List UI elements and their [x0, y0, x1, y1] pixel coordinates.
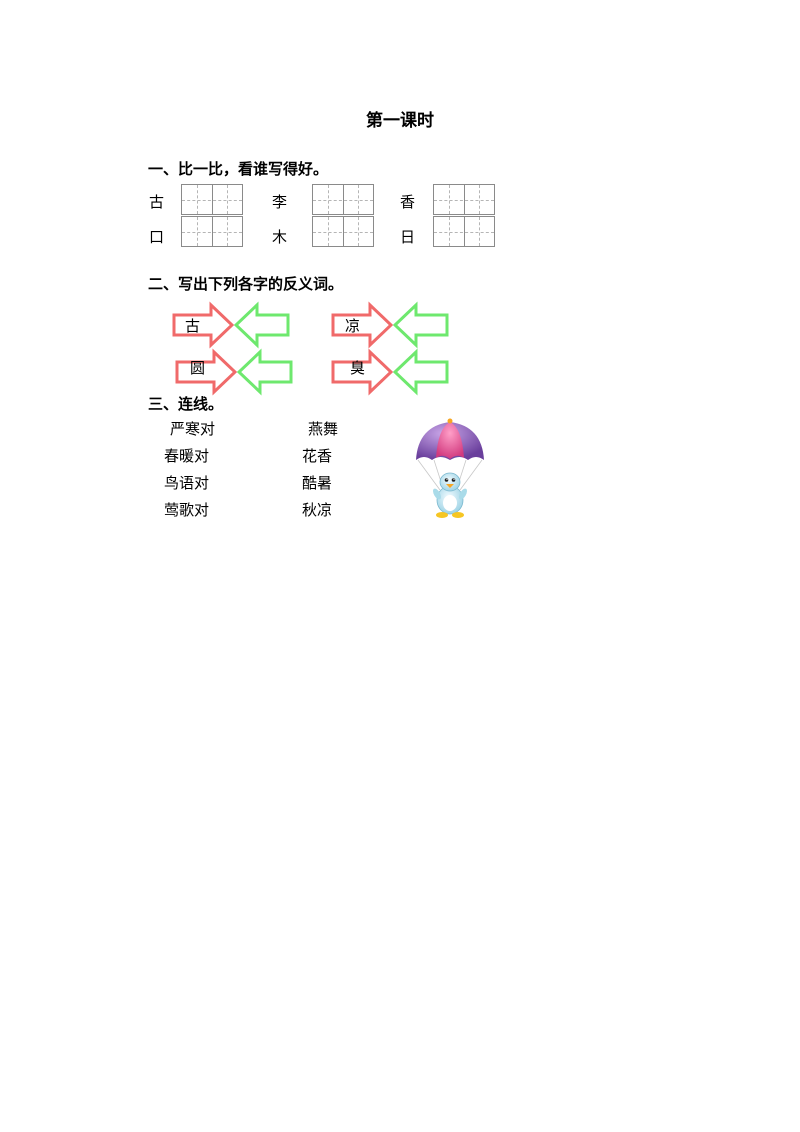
- char-mu: 木: [272, 228, 288, 246]
- right-arrow: [172, 301, 235, 349]
- section-2-heading: 二、写出下列各字的反义词。: [148, 275, 344, 293]
- match-right-item[interactable]: 花香: [302, 447, 333, 465]
- left-arrow[interactable]: [236, 348, 293, 396]
- right-arrow: [331, 301, 394, 349]
- right-arrow: [175, 348, 238, 396]
- match-right-item[interactable]: 燕舞: [308, 420, 339, 438]
- antonym-word-gu: 古: [185, 317, 201, 335]
- char-xiang: 香: [400, 193, 416, 211]
- left-arrow[interactable]: [233, 301, 290, 349]
- match-left-item[interactable]: 严寒对: [170, 420, 216, 438]
- section-1-heading: 一、比一比，看谁写得好。: [148, 160, 329, 178]
- left-arrow[interactable]: [392, 348, 449, 396]
- match-right-item[interactable]: 酷暑: [302, 474, 333, 492]
- penguin-parachute-icon: [416, 418, 484, 518]
- char-gu: 古: [149, 193, 165, 211]
- right-arrow: [331, 348, 394, 396]
- match-left-item[interactable]: 莺歌对: [164, 501, 210, 519]
- antonym-word-liang: 凉: [345, 317, 361, 335]
- antonym-word-chou: 臭: [350, 359, 366, 377]
- writing-grid[interactable]: [312, 184, 374, 215]
- match-left-item[interactable]: 鸟语对: [164, 474, 210, 492]
- char-kou: 口: [149, 228, 165, 246]
- match-right-item[interactable]: 秋凉: [302, 501, 333, 519]
- writing-grid[interactable]: [312, 216, 374, 247]
- antonym-word-yuan: 圆: [190, 359, 206, 377]
- char-ri: 日: [400, 228, 416, 246]
- writing-grid[interactable]: [433, 216, 495, 247]
- page-title: 第一课时: [366, 111, 434, 131]
- char-li: 李: [272, 193, 288, 211]
- antonym-arrows: [172, 301, 449, 396]
- match-left-item[interactable]: 春暖对: [164, 447, 210, 465]
- left-arrow[interactable]: [392, 301, 449, 349]
- writing-grid[interactable]: [433, 184, 495, 215]
- section-3-heading: 三、连线。: [148, 395, 224, 413]
- writing-grid[interactable]: [181, 216, 243, 247]
- writing-grid[interactable]: [181, 184, 243, 215]
